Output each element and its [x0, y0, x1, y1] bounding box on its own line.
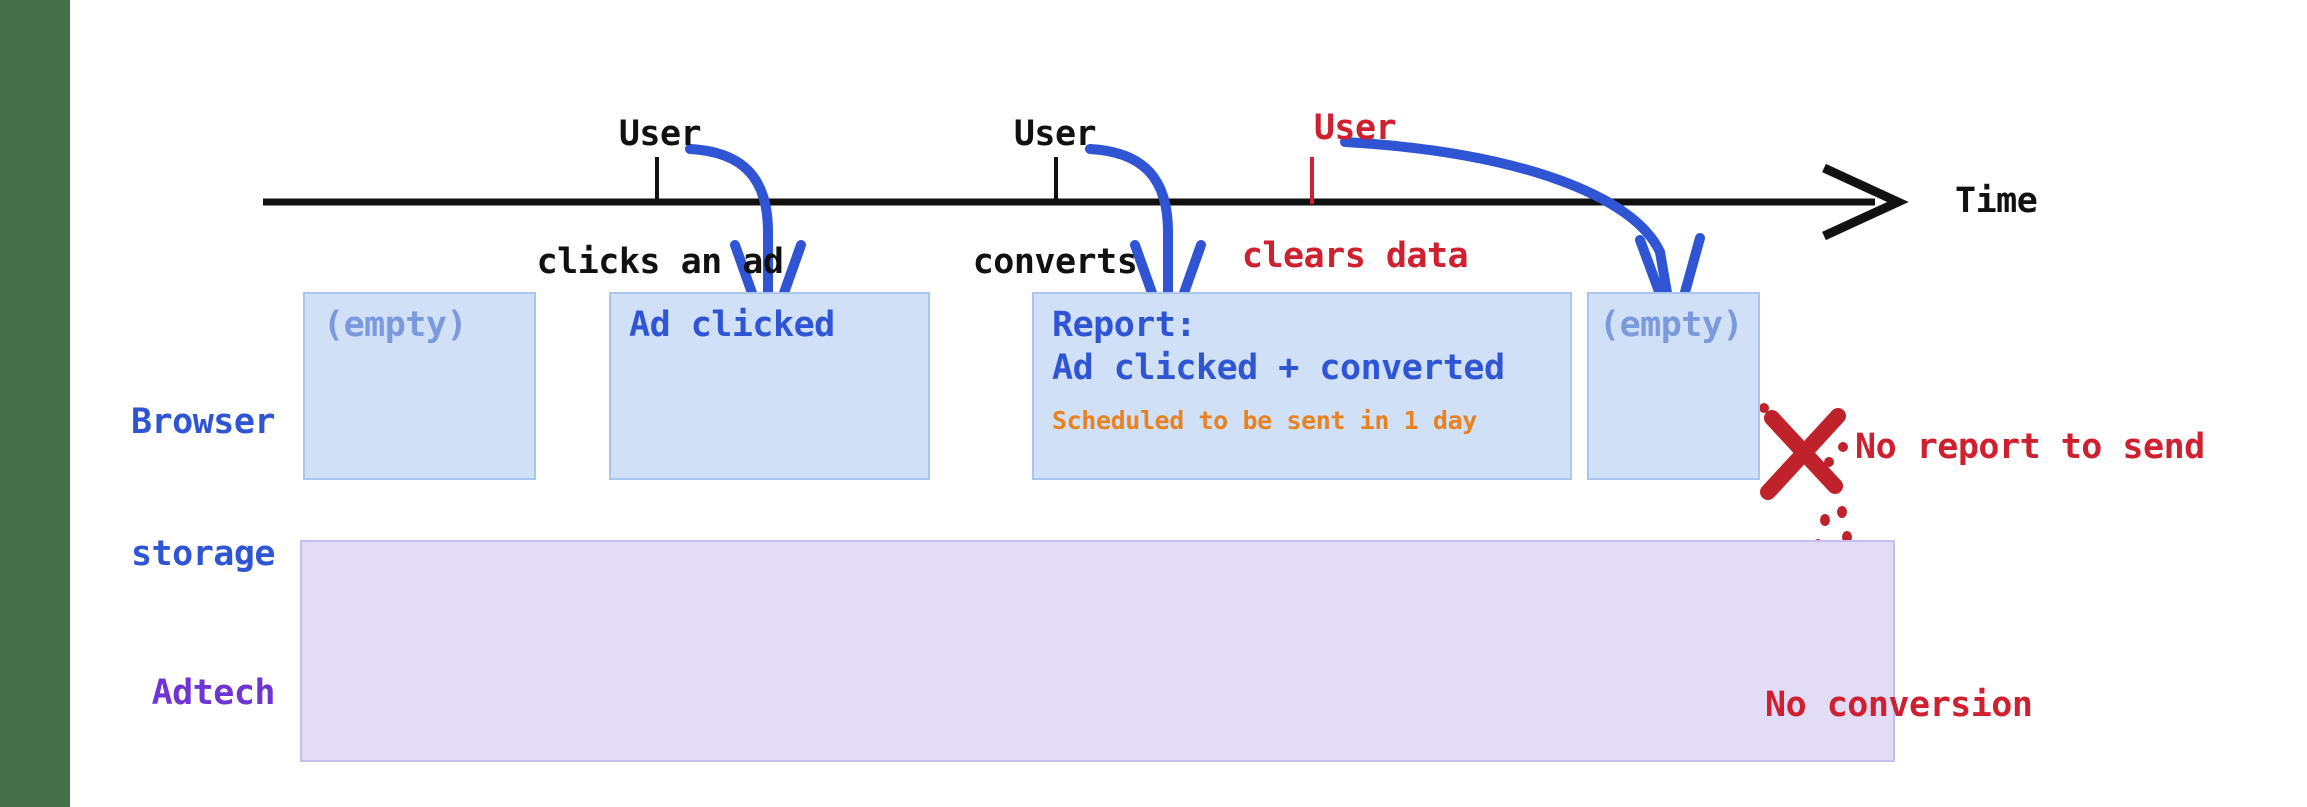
row-label-browser-line2: storage: [130, 534, 276, 575]
left-green-sidebar: [0, 0, 70, 807]
storage-box-ad-clicked-text: Ad clicked: [629, 305, 835, 345]
storage-box-report-detail: Ad clicked + converted: [1052, 348, 1505, 388]
event-label-conversion-line2: converts: [972, 242, 1138, 283]
storage-box-report-title: Report:: [1052, 305, 1197, 345]
storage-box-report-schedule: Scheduled to be sent in 1 day: [1052, 406, 1477, 435]
event-label-clear-data-line2: clears data: [1241, 236, 1469, 277]
annotation-no-report-to-send: No report to send: [1855, 427, 2205, 467]
event-label-clear-data: User clears data: [1185, 22, 1525, 364]
event-label-ad-click-line2: clicks an ad: [536, 242, 784, 283]
time-axis-label: Time: [1955, 181, 2038, 221]
event-label-conversion-line1: User: [1013, 114, 1097, 155]
event-label-conversion: User converts: [900, 28, 1210, 370]
storage-box-empty-initial: (empty): [303, 292, 536, 480]
event-label-ad-click-line1: User: [618, 114, 702, 155]
event-label-clear-data-line1: User: [1313, 108, 1397, 149]
annotation-no-conversion-line1: No conversion: [1765, 685, 2033, 726]
row-label-adtech-line1: Adtech: [151, 673, 276, 714]
row-label-adtech-server: Adtech server: [20, 583, 276, 807]
row-label-browser-line1: Browser: [130, 402, 276, 443]
storage-box-report: Report: Ad clicked + converted Scheduled…: [1032, 292, 1572, 480]
annotation-no-conversion-reported: No conversion reported to adtech: [1765, 595, 2135, 807]
storage-box-empty-initial-text: (empty): [323, 305, 468, 345]
row-label-browser-storage: Browser storage: [20, 312, 276, 665]
storage-box-empty-cleared-text: (empty): [1599, 305, 1744, 345]
storage-box-empty-cleared: (empty): [1587, 292, 1760, 480]
event-label-ad-click: User clicks an ad: [470, 28, 850, 370]
adtech-server-box: [300, 540, 1895, 762]
row-label-adtech-line2: server: [20, 803, 276, 807]
storage-box-ad-clicked: Ad clicked: [609, 292, 930, 480]
